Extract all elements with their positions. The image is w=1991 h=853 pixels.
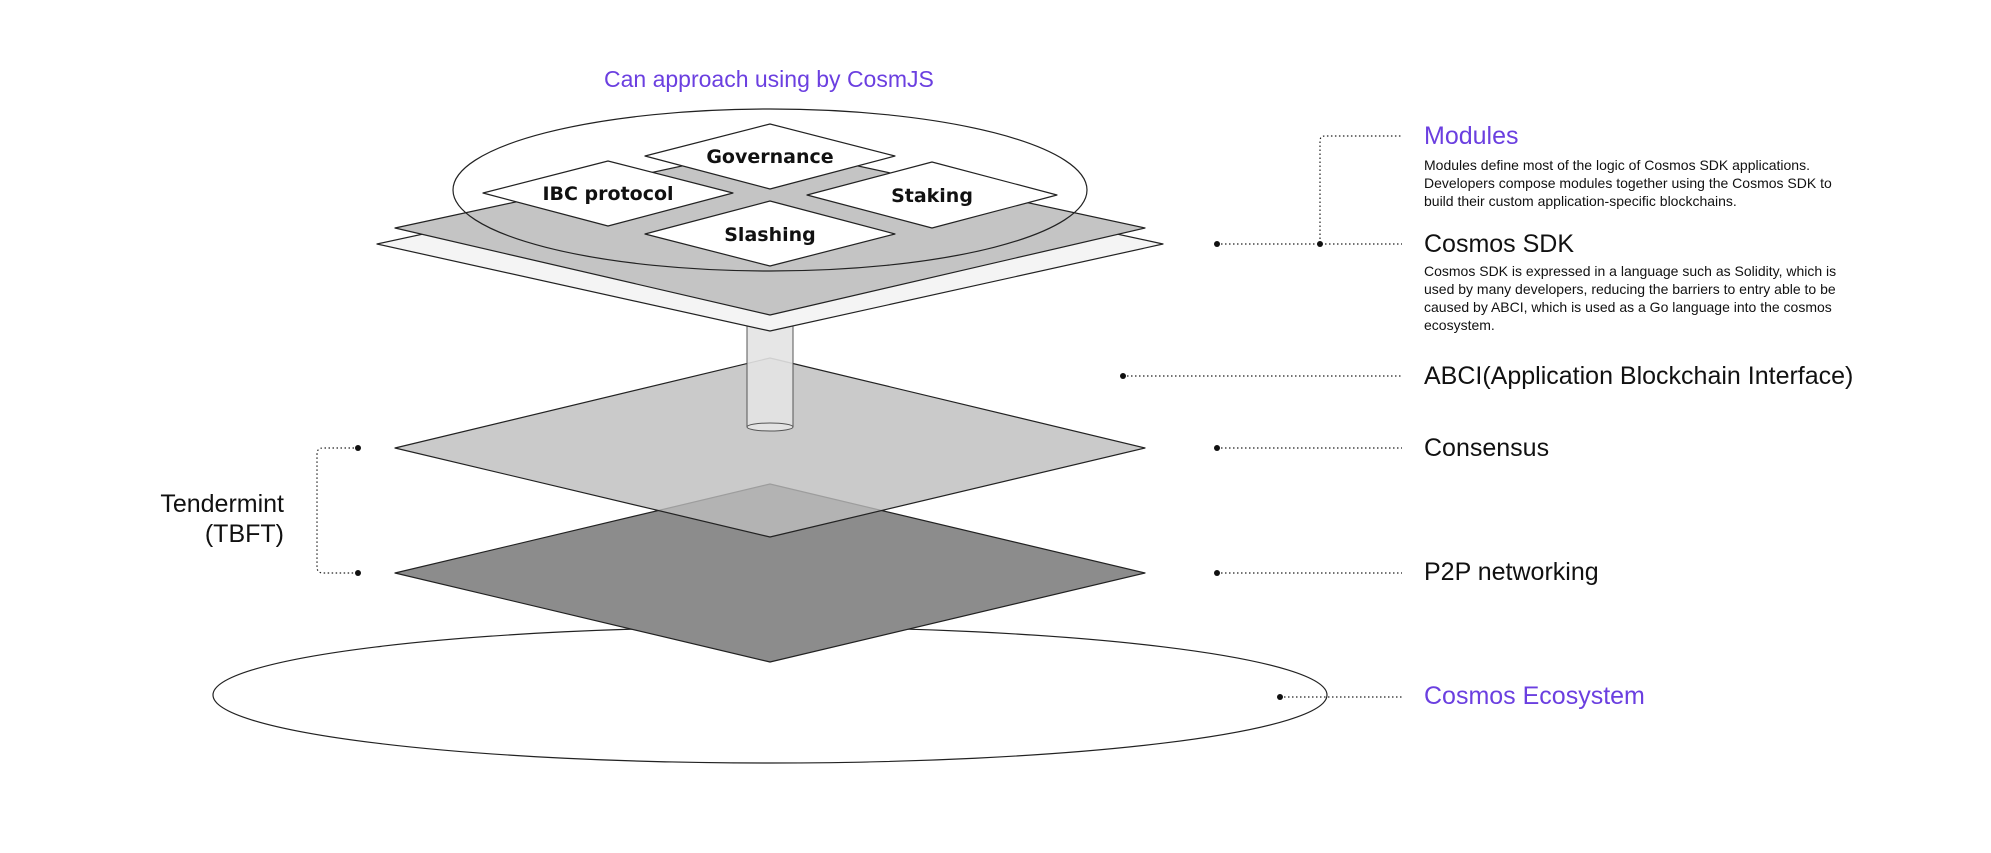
leader-dot-abci [1120, 373, 1126, 379]
module-tile-governance: Governance [644, 123, 896, 190]
leader-dot-ecosystem [1277, 694, 1283, 700]
module-label-governance: Governance [706, 146, 833, 168]
tendermint-bracket [316, 447, 358, 574]
bracket-dot-consensus [355, 445, 361, 451]
leader-dot-consensus [1214, 445, 1220, 451]
leader-modules [1319, 135, 1402, 243]
module-tile-ibc-protocol: IBC protocol [482, 160, 734, 227]
ecosystem-title: Cosmos Ecosystem [1424, 682, 1645, 710]
leader-dot-cosmos-sdk [1214, 241, 1220, 247]
consensus-title: Consensus [1424, 434, 1550, 462]
consensus-layer [394, 357, 1146, 538]
p2p-layer [394, 483, 1146, 663]
cosmjs-label: Can approach using by CosmJS [604, 66, 934, 92]
modules-description: Modules define most of the logic of Cosm… [1424, 157, 1832, 209]
abci-title: ABCI(Application Blockchain Interface) [1424, 362, 1854, 390]
leader-dot-p2p [1214, 570, 1220, 576]
cosmjs-ellipse [452, 108, 1088, 272]
modules-title: Modules [1424, 122, 1519, 150]
leader-dot-modules [1317, 241, 1323, 247]
bracket-dot-p2p [355, 570, 361, 576]
module-label-staking: Staking [891, 185, 973, 207]
cosmos-sdk-title: Cosmos SDK [1424, 230, 1575, 258]
p2p-title: P2P networking [1424, 558, 1599, 586]
module-label-slashing: Slashing [724, 224, 816, 246]
tendermint-label: Tendermint (TBFT) [128, 489, 284, 549]
cosmos-sdk-description: Cosmos SDK is expressed in a language su… [1424, 263, 1837, 333]
module-tile-slashing: Slashing [644, 200, 896, 267]
tendermint-label-line1: Tendermint [160, 490, 284, 518]
module-tile-staking: Staking [806, 161, 1058, 229]
tendermint-label-line2: (TBFT) [204, 520, 284, 548]
module-label-ibc-protocol: IBC protocol [542, 183, 673, 205]
